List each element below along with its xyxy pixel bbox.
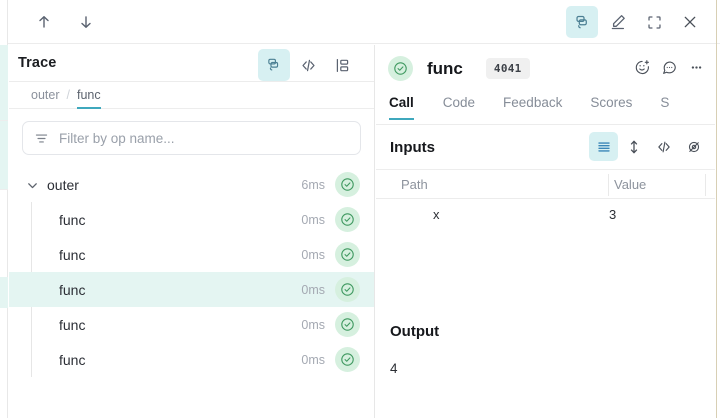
trace-view-toggles — [258, 49, 358, 81]
breadcrumb-separator: / — [66, 88, 70, 102]
status-success-icon — [335, 242, 360, 267]
tab-scores[interactable]: Scores — [590, 95, 633, 110]
trace-row-label: func — [59, 211, 86, 228]
pencil-icon[interactable] — [602, 6, 634, 38]
status-success-icon — [335, 347, 360, 372]
layers-icon[interactable] — [566, 6, 598, 38]
trace-row-func[interactable]: func 0ms — [9, 307, 374, 342]
filter-icon — [34, 131, 49, 146]
trace-title: Trace — [18, 55, 57, 71]
output-value: 4 — [390, 361, 398, 376]
trace-panel: Trace — [9, 45, 375, 418]
chevron-down-icon[interactable] — [26, 179, 39, 192]
code-view-icon[interactable] — [649, 132, 678, 161]
detail-tabs: Call Code Feedback Scores S — [376, 92, 715, 125]
trace-row-duration: 0ms — [301, 247, 325, 262]
trace-row-label: func — [59, 246, 86, 263]
hierarchy-icon[interactable] — [326, 49, 358, 81]
inputs-title: Inputs — [390, 138, 435, 156]
trace-row-label: outer — [47, 176, 79, 193]
arrow-down-icon[interactable] — [73, 9, 99, 35]
column-divider[interactable] — [705, 174, 706, 196]
status-success-icon — [335, 172, 360, 197]
left-strip-segment — [0, 121, 8, 189]
trace-row-func[interactable]: func 0ms — [9, 237, 374, 272]
breadcrumb-item-func[interactable]: func — [76, 88, 101, 109]
output-title: Output — [390, 323, 440, 340]
filter-container: Filter by op name... — [9, 109, 374, 163]
trace-row-duration: 0ms — [301, 352, 325, 367]
expand-rows-icon[interactable] — [619, 132, 648, 161]
tab-feedback[interactable]: Feedback — [503, 95, 563, 110]
trace-row-label: func — [59, 281, 86, 298]
left-edge-strip — [0, 0, 8, 418]
breadcrumb-item-outer[interactable]: outer — [31, 88, 60, 102]
left-strip-segment-selected — [0, 277, 8, 308]
code-icon[interactable] — [292, 49, 324, 81]
status-success-icon — [335, 312, 360, 337]
right-edge-border — [716, 0, 717, 418]
column-divider[interactable] — [608, 174, 609, 196]
inputs-table-header: Path Value — [376, 169, 715, 199]
trace-row-func[interactable]: func 0ms — [9, 202, 374, 237]
check-circle-icon — [388, 56, 413, 81]
more-options-icon[interactable] — [683, 54, 709, 80]
trace-row-func[interactable]: func 0ms — [9, 342, 374, 377]
list-view-icon[interactable] — [589, 132, 618, 161]
trace-row-outer[interactable]: outer 6ms — [9, 167, 374, 202]
inputs-view-toggles — [589, 132, 708, 161]
status-success-icon — [335, 207, 360, 232]
call-title: func — [427, 58, 463, 78]
layers-icon[interactable] — [258, 49, 290, 81]
hide-icon[interactable] — [679, 132, 708, 161]
column-header-path: Path — [401, 177, 428, 192]
cell-value: 3 — [609, 207, 617, 222]
arrow-up-icon[interactable] — [31, 9, 57, 35]
call-detail-header: func 4041 — [376, 45, 715, 92]
filter-placeholder: Filter by op name... — [59, 130, 175, 146]
tab-call[interactable]: Call — [389, 92, 429, 120]
add-reaction-icon[interactable] — [629, 54, 655, 80]
tab-code[interactable]: Code — [442, 95, 476, 110]
toolbar-action-group — [566, 6, 706, 38]
inputs-table-row[interactable]: x 3 — [376, 199, 715, 232]
top-toolbar — [8, 0, 720, 44]
call-detail-panel: func 4041 — [376, 45, 715, 418]
left-strip-divider — [0, 120, 8, 121]
trace-row-duration: 6ms — [301, 177, 325, 192]
trace-row-label: func — [59, 316, 86, 333]
call-id-badge[interactable]: 4041 — [485, 58, 530, 79]
left-strip-divider — [0, 189, 8, 190]
call-header-actions — [629, 54, 709, 80]
cell-path: x — [433, 207, 440, 222]
toolbar-nav-group — [31, 9, 99, 35]
trace-row-duration: 0ms — [301, 317, 325, 332]
trace-row-duration: 0ms — [301, 282, 325, 297]
trace-row-duration: 0ms — [301, 212, 325, 227]
expand-icon[interactable] — [638, 6, 670, 38]
trace-row-func-selected[interactable]: func 0ms — [9, 272, 374, 307]
comment-icon[interactable] — [656, 54, 682, 80]
trace-row-label: func — [59, 351, 86, 368]
close-icon[interactable] — [674, 6, 706, 38]
breadcrumb: outer / func — [9, 82, 374, 109]
inputs-section-header: Inputs — [376, 125, 715, 169]
trace-panel-header: Trace — [9, 45, 374, 82]
left-strip-segment — [0, 45, 8, 120]
inputs-table: Path Value x 3 — [376, 169, 715, 232]
filter-input[interactable]: Filter by op name... — [22, 121, 361, 155]
tab-summary-truncated[interactable]: S — [660, 95, 670, 110]
trace-row-list: outer 6ms func 0ms — [9, 167, 374, 377]
column-header-value: Value — [614, 177, 647, 192]
status-success-icon — [335, 277, 360, 302]
